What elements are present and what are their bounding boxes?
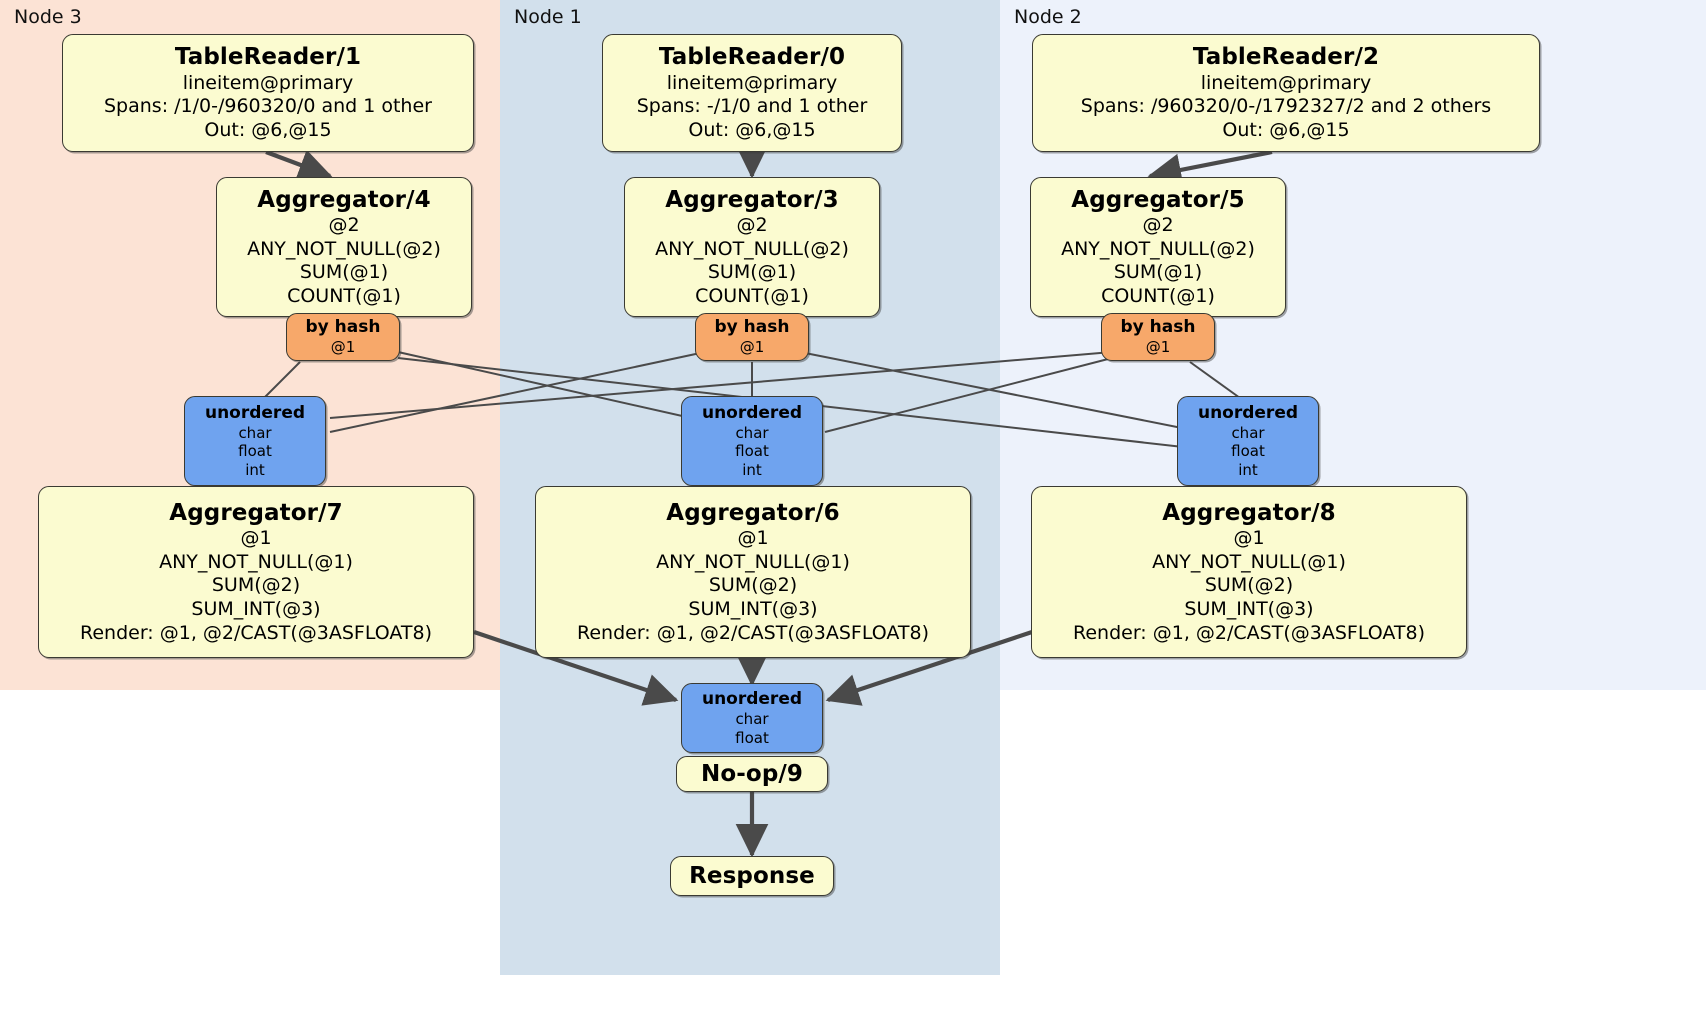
box-title: No-op/9	[701, 760, 803, 787]
router-line: @1	[1145, 338, 1171, 357]
box-line: SUM(@1)	[1113, 261, 1203, 284]
box-aggregator-3[interactable]: Aggregator/3 @2 ANY_NOT_NULL(@2) SUM(@1)…	[624, 177, 880, 317]
node-panel-label-node2: Node 2	[1014, 6, 1082, 28]
box-title: Response	[689, 862, 815, 889]
box-line: @2	[736, 214, 768, 237]
box-aggregator-4[interactable]: Aggregator/4 @2 ANY_NOT_NULL(@2) SUM(@1)…	[216, 177, 472, 317]
synchronizer-line: float	[1231, 442, 1265, 461]
box-line: lineitem@primary	[182, 71, 354, 94]
box-title: Aggregator/7	[169, 499, 343, 526]
router-title: by hash	[1120, 317, 1196, 338]
box-line: @2	[1142, 214, 1174, 237]
synchronizer-line: int	[1238, 460, 1258, 479]
synchronizer-line: float	[735, 728, 769, 747]
box-title: Aggregator/6	[666, 499, 840, 526]
box-table-reader-0[interactable]: TableReader/0 lineitem@primary Spans: -/…	[602, 34, 902, 152]
box-line: ANY_NOT_NULL(@2)	[247, 237, 441, 260]
box-line: COUNT(@1)	[695, 284, 809, 307]
box-response[interactable]: Response	[670, 856, 834, 896]
box-line: ANY_NOT_NULL(@1)	[1152, 550, 1346, 573]
synchronizer-line: float	[735, 442, 769, 461]
synchronizer-title: unordered	[204, 402, 306, 423]
box-line: SUM(@2)	[1204, 574, 1294, 597]
box-line: SUM(@2)	[708, 574, 798, 597]
router-line: @1	[739, 338, 765, 357]
box-line: SUM_INT(@3)	[191, 598, 321, 621]
synchronizer-title: unordered	[701, 402, 803, 423]
box-line: COUNT(@1)	[287, 284, 401, 307]
box-aggregator-7[interactable]: Aggregator/7 @1 ANY_NOT_NULL(@1) SUM(@2)…	[38, 486, 474, 658]
box-line: Render: @1, @2/CAST(@3ASFLOAT8)	[1073, 621, 1425, 644]
box-line: SUM_INT(@3)	[1184, 598, 1314, 621]
box-line: lineitem@primary	[666, 71, 838, 94]
box-line: Out: @6,@15	[1222, 119, 1350, 142]
box-line: SUM_INT(@3)	[688, 598, 818, 621]
box-aggregator-6[interactable]: Aggregator/6 @1 ANY_NOT_NULL(@1) SUM(@2)…	[535, 486, 971, 658]
box-table-reader-2[interactable]: TableReader/2 lineitem@primary Spans: /9…	[1032, 34, 1540, 152]
synchronizer-line: int	[245, 460, 265, 479]
synchronizer-line: int	[742, 460, 762, 479]
synchronizer-line: float	[238, 442, 272, 461]
box-aggregator-8[interactable]: Aggregator/8 @1 ANY_NOT_NULL(@1) SUM(@2)…	[1031, 486, 1467, 658]
box-line: @2	[328, 214, 360, 237]
box-line: Spans: /960320/0-/1792327/2 and 2 others	[1080, 95, 1492, 118]
box-title: TableReader/2	[1192, 44, 1380, 71]
box-line: SUM(@2)	[211, 574, 301, 597]
router-by-hash-node3[interactable]: by hash @1	[286, 313, 400, 361]
box-title: Aggregator/8	[1162, 499, 1336, 526]
box-title: Aggregator/5	[1071, 186, 1245, 213]
synchronizer-unordered-node2[interactable]: unordered char float int	[1177, 396, 1319, 486]
router-by-hash-node2[interactable]: by hash @1	[1101, 313, 1215, 361]
synchronizer-unordered-final[interactable]: unordered char float	[681, 683, 823, 753]
box-line: COUNT(@1)	[1101, 284, 1215, 307]
router-by-hash-node1[interactable]: by hash @1	[695, 313, 809, 361]
box-table-reader-1[interactable]: TableReader/1 lineitem@primary Spans: /1…	[62, 34, 474, 152]
synchronizer-line: char	[238, 423, 272, 442]
router-title: by hash	[305, 317, 381, 338]
box-line: ANY_NOT_NULL(@1)	[159, 550, 353, 573]
node-panel-label-node3: Node 3	[14, 6, 82, 28]
box-line: Out: @6,@15	[688, 119, 816, 142]
box-line: SUM(@1)	[707, 261, 797, 284]
box-line: ANY_NOT_NULL(@1)	[656, 550, 850, 573]
synchronizer-line: char	[1231, 423, 1265, 442]
synchronizer-unordered-node3[interactable]: unordered char float int	[184, 396, 326, 486]
synchronizer-line: char	[735, 423, 769, 442]
box-line: lineitem@primary	[1200, 71, 1372, 94]
box-line: ANY_NOT_NULL(@2)	[1061, 237, 1255, 260]
router-title: by hash	[714, 317, 790, 338]
box-line: Spans: -/1/0 and 1 other	[636, 95, 868, 118]
box-title: TableReader/1	[174, 44, 362, 71]
box-aggregator-5[interactable]: Aggregator/5 @2 ANY_NOT_NULL(@2) SUM(@1)…	[1030, 177, 1286, 317]
box-title: Aggregator/3	[665, 186, 839, 213]
box-line: Spans: /1/0-/960320/0 and 1 other	[104, 95, 432, 118]
node-panel-label-node1: Node 1	[514, 6, 582, 28]
synchronizer-title: unordered	[701, 688, 803, 709]
box-line: SUM(@1)	[299, 261, 389, 284]
box-line: Render: @1, @2/CAST(@3ASFLOAT8)	[577, 621, 929, 644]
box-line: @1	[737, 527, 769, 550]
box-line: @1	[240, 527, 272, 550]
box-line: Render: @1, @2/CAST(@3ASFLOAT8)	[80, 621, 432, 644]
box-title: Aggregator/4	[257, 186, 431, 213]
box-line: ANY_NOT_NULL(@2)	[655, 237, 849, 260]
box-title: TableReader/0	[658, 44, 846, 71]
router-line: @1	[330, 338, 356, 357]
box-line: @1	[1233, 527, 1265, 550]
synchronizer-unordered-node1[interactable]: unordered char float int	[681, 396, 823, 486]
box-no-op-9[interactable]: No-op/9	[676, 756, 828, 792]
box-line: Out: @6,@15	[204, 119, 332, 142]
synchronizer-line: char	[735, 709, 769, 728]
synchronizer-title: unordered	[1197, 402, 1299, 423]
